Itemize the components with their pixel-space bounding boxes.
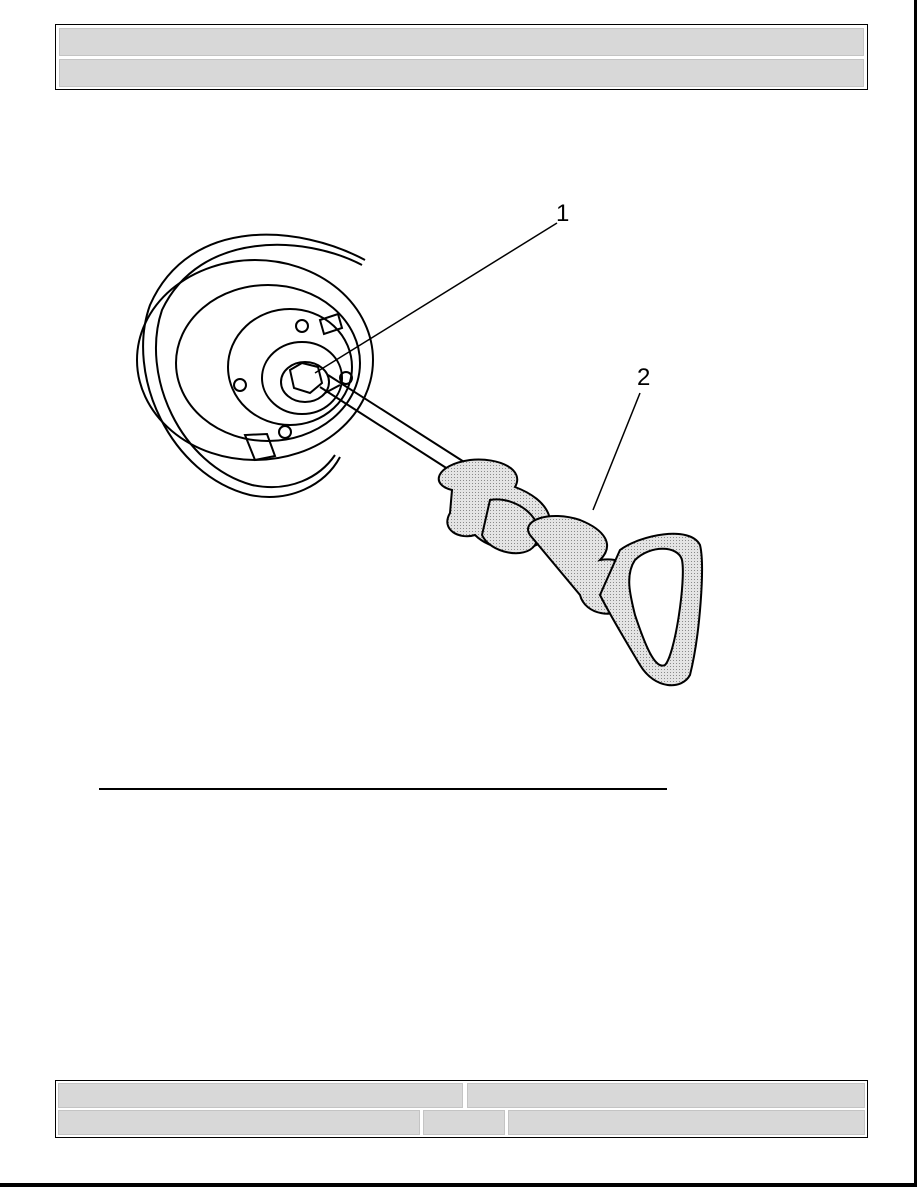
footer-cell-left-top xyxy=(58,1083,463,1108)
callout-1-leader xyxy=(314,222,558,374)
footer-cell-middle-bottom xyxy=(423,1110,505,1135)
header-subtitle-bar xyxy=(59,59,864,87)
slide-shaft xyxy=(319,374,473,481)
adapter-nut xyxy=(288,361,324,395)
wheel-stud xyxy=(295,319,309,333)
page-header xyxy=(55,24,868,90)
divider-rule xyxy=(99,788,667,790)
backing-plate-outline xyxy=(142,233,366,498)
callout-2-label: 2 xyxy=(637,364,651,391)
footer-cell-right-top xyxy=(467,1083,865,1108)
page-footer xyxy=(55,1080,868,1138)
backing-plate-inner xyxy=(154,243,363,489)
slide-hammer-illustration xyxy=(136,222,703,687)
footer-cell-left-bottom xyxy=(58,1110,420,1135)
footer-cell-right-bottom xyxy=(508,1110,865,1135)
callout-1-label: 1 xyxy=(556,200,570,227)
header-title-bar xyxy=(59,28,864,56)
callout-2-leader xyxy=(592,392,641,511)
